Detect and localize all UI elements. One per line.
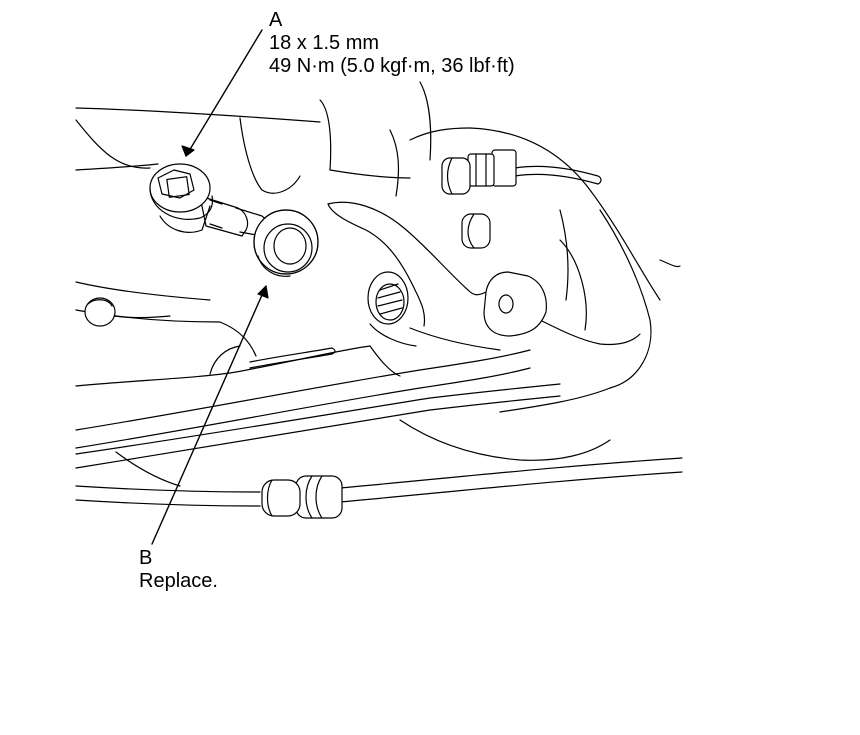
sensor-connector	[441, 149, 517, 249]
lower-pipe	[75, 457, 683, 519]
leader-line-a	[181, 29, 263, 157]
callout-b-note: Replace.	[139, 570, 218, 592]
leader-line-b	[151, 285, 269, 545]
callout-a-torque: 49 N·m (5.0 kgf·m, 36 lbf·ft)	[269, 55, 515, 77]
callout-a-size: 18 x 1.5 mm	[269, 32, 380, 54]
callout-b: B Replace.	[139, 547, 218, 593]
bolt-a	[149, 163, 268, 237]
transmission-housing	[75, 81, 681, 413]
callout-a-letter: A	[269, 9, 283, 31]
callout-b-letter: B	[139, 547, 153, 569]
callout-a: A 18 x 1.5 mm 49 N·m (5.0 kgf·m, 36 lbf·…	[269, 9, 515, 78]
washer-b	[253, 209, 319, 277]
threaded-port	[367, 271, 501, 351]
mount-bracket	[327, 201, 547, 337]
pin-boss	[84, 297, 171, 327]
axle-tubes	[75, 347, 611, 487]
